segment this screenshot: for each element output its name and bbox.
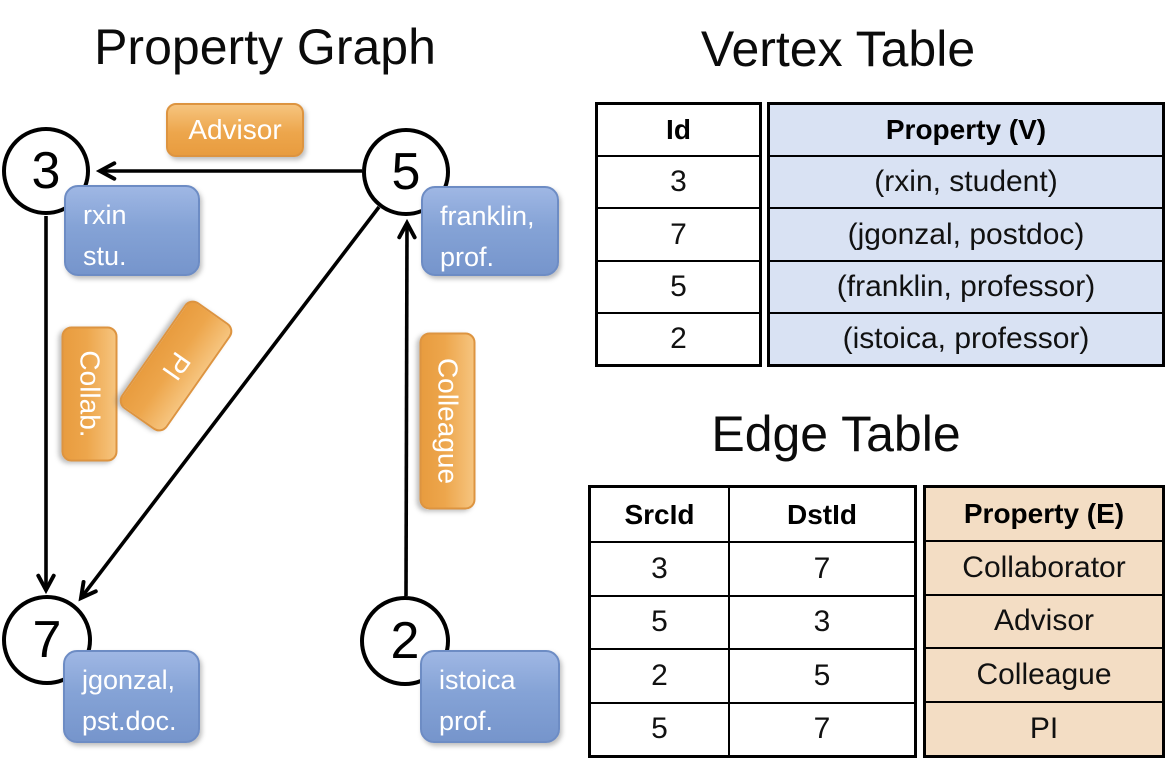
edge-table-property-cell: Advisor bbox=[926, 593, 1162, 648]
edge-table-dstid-cell: 3 bbox=[728, 594, 914, 649]
node-5-id: 5 bbox=[391, 143, 421, 201]
node-5-property-line1: franklin, bbox=[440, 201, 535, 231]
node-7-property-line1: jgonzal, bbox=[82, 665, 176, 695]
edge-table-srcid-header: SrcId bbox=[624, 498, 695, 530]
node-3-property-line1: rxin bbox=[83, 200, 127, 230]
edge-table-property-header: Property (E) bbox=[963, 497, 1125, 529]
property-graph-title: Property Graph bbox=[94, 19, 436, 75]
edge-table-dstid-cell: 7 bbox=[728, 541, 914, 595]
edge-table-srcid-cell: 3 bbox=[591, 541, 728, 594]
node-2-property-line2: prof. bbox=[439, 706, 494, 736]
edge-table-id-columns: SrcId DstId 3 7 5 3 2 5 5 7 bbox=[588, 485, 917, 758]
edge-table-srcid-cell: 5 bbox=[591, 701, 728, 755]
node-5-property-box: franklin, prof. bbox=[421, 186, 559, 276]
edge-label-colleague: Colleague bbox=[419, 332, 476, 510]
edge-table-property-cell: Collaborator bbox=[926, 539, 1162, 594]
vertex-table-property-header: Property (V) bbox=[885, 114, 1047, 146]
node-7-id: 7 bbox=[32, 611, 62, 669]
edge-table-property-cell: Colleague bbox=[926, 647, 1162, 701]
edge-table-property-column: Property (E) Collaborator Advisor Collea… bbox=[923, 485, 1165, 758]
edge-2-to-5 bbox=[397, 218, 417, 597]
vertex-table-id-cell: 5 bbox=[598, 259, 759, 312]
graph-node-2: 2 bbox=[360, 596, 450, 686]
edge-table-dstid-cell: 5 bbox=[728, 648, 914, 702]
vertex-table-id-column: Id 3 7 5 2 bbox=[595, 102, 762, 367]
edge-table-title: Edge Table bbox=[711, 406, 961, 462]
vertex-table-property-column: Property (V) (rxin, student) (jgonzal, p… bbox=[767, 102, 1165, 367]
node-3-id: 3 bbox=[31, 142, 61, 200]
vertex-table-property-cell: (franklin, professor) bbox=[770, 259, 1162, 312]
graph-node-5: 5 bbox=[362, 128, 450, 216]
node-3-property-box: rxin stu. bbox=[64, 185, 200, 276]
vertex-table-id-cell: 7 bbox=[598, 207, 759, 259]
edge-table-dstid-header: DstId bbox=[728, 488, 914, 542]
edge-table-dstid-cell: 7 bbox=[728, 701, 914, 755]
edge-label-advisor: Advisor bbox=[166, 103, 304, 157]
edge-table-property-cell: PI bbox=[926, 701, 1162, 755]
node-7-property-box: jgonzal, pst.doc. bbox=[63, 650, 200, 743]
edge-label-collab: Collab. bbox=[61, 326, 118, 462]
vertex-table-property-cell: (rxin, student) bbox=[770, 155, 1162, 207]
vertex-table-id-cell: 2 bbox=[598, 311, 759, 364]
node-2-property-line1: istoica bbox=[439, 665, 516, 695]
edge-5-to-7 bbox=[78, 205, 381, 602]
node-2-id: 2 bbox=[390, 612, 420, 670]
vertex-table-id-header: Id bbox=[666, 114, 691, 146]
vertex-table-property-cell: (jgonzal, postdoc) bbox=[770, 207, 1162, 259]
node-2-property-box: istoica prof. bbox=[420, 650, 560, 743]
node-5-property-line2: prof. bbox=[440, 242, 495, 272]
node-7-property-line2: pst.doc. bbox=[82, 706, 177, 736]
vertex-table-id-cell: 3 bbox=[598, 155, 759, 207]
vertex-table-property-cell: (istoica, professor) bbox=[770, 311, 1162, 364]
edge-table-srcid-cell: 2 bbox=[591, 648, 728, 701]
node-3-property-line2: stu. bbox=[83, 241, 127, 271]
edge-table-srcid-cell: 5 bbox=[591, 594, 728, 648]
vertex-table-title: Vertex Table bbox=[700, 21, 976, 77]
